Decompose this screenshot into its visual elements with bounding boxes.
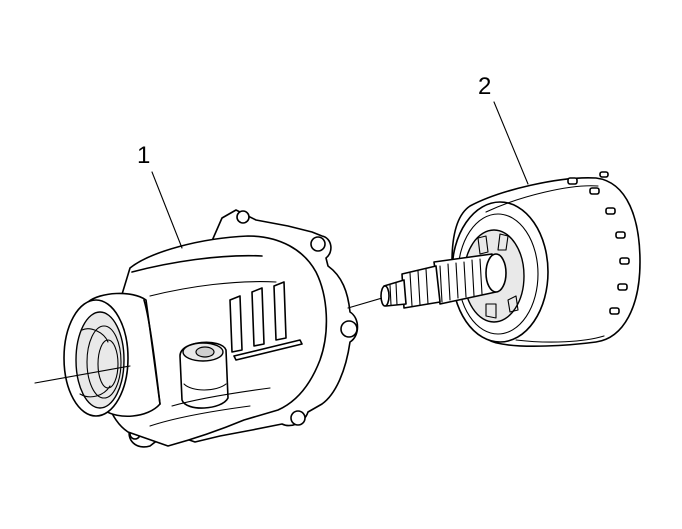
part-1-housing: [63, 209, 359, 448]
centerline-front: [34, 365, 131, 384]
leader-line-2: [493, 101, 529, 185]
callout-2: 2: [478, 73, 529, 185]
callout-1: 1: [137, 142, 183, 249]
callout-label-1: 1: [137, 142, 150, 169]
leader-line-1: [151, 171, 183, 249]
part-2-drum: [380, 171, 641, 347]
callout-label-2: 2: [478, 73, 491, 100]
centerline-between: [347, 297, 383, 309]
